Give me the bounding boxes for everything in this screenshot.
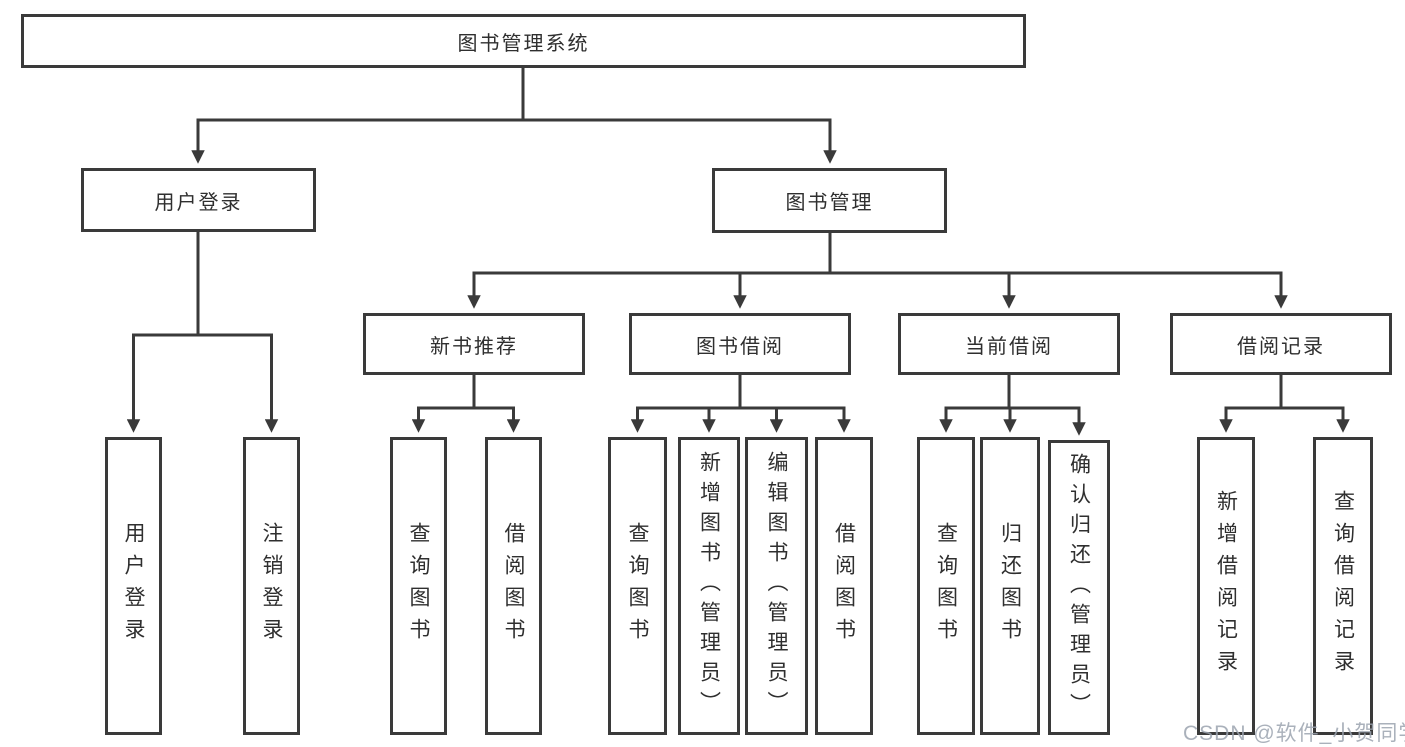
node-leaf-query-books-2-label: 查询图书 [626, 522, 649, 650]
node-root-system-label: 图书管理系统 [457, 32, 590, 55]
csdn-watermark: CSDN @软件_小贺同学 [1183, 722, 1405, 745]
node-leaf-borrow-books-2-label: 借阅图书 [832, 522, 856, 650]
node-current-borrowing: 当前借阅 [898, 313, 1120, 375]
node-leaf-logout: 注销登录 [243, 437, 300, 735]
node-user-login-branch-label: 用户登录 [154, 191, 243, 214]
node-leaf-borrow-books-1: 借阅图书 [485, 437, 542, 735]
node-leaf-user-login: 用户登录 [105, 437, 162, 735]
node-leaf-add-borrow-record-label: 新增借阅记录 [1214, 490, 1238, 682]
node-leaf-add-book-admin: 新增图书（管理员） [678, 437, 740, 735]
node-leaf-confirm-return-admin: 确认归还（管理员） [1048, 440, 1110, 735]
node-leaf-query-books-3: 查询图书 [917, 437, 975, 735]
node-leaf-query-books-3-label: 查询图书 [934, 522, 958, 650]
node-leaf-borrow-books-2: 借阅图书 [815, 437, 873, 735]
node-current-borrowing-label: 当前借阅 [965, 335, 1053, 358]
node-new-book-recommend-label: 新书推荐 [430, 335, 518, 358]
node-leaf-edit-book-admin-label: 编辑图书（管理员） [765, 451, 788, 721]
node-leaf-edit-book-admin: 编辑图书（管理员） [745, 437, 808, 735]
node-leaf-confirm-return-admin-label: 确认归还（管理员） [1067, 452, 1091, 723]
node-new-book-recommend: 新书推荐 [363, 313, 585, 375]
node-leaf-query-books-2: 查询图书 [608, 437, 667, 735]
node-leaf-add-book-admin-label: 新增图书（管理员） [697, 451, 721, 721]
node-leaf-add-borrow-record: 新增借阅记录 [1197, 437, 1255, 735]
node-borrow-records-label: 借阅记录 [1237, 335, 1325, 358]
node-user-login-branch: 用户登录 [81, 168, 316, 232]
node-root-system: 图书管理系统 [21, 14, 1026, 68]
node-leaf-user-login-label: 用户登录 [122, 522, 145, 650]
node-leaf-query-books-1-label: 查询图书 [407, 522, 430, 650]
node-book-management: 图书管理 [712, 168, 947, 233]
node-leaf-query-books-1: 查询图书 [390, 437, 447, 735]
node-borrow-records: 借阅记录 [1170, 313, 1392, 375]
node-leaf-return-books: 归还图书 [980, 437, 1040, 735]
node-leaf-borrow-books-1-label: 借阅图书 [502, 522, 525, 650]
node-leaf-logout-label: 注销登录 [260, 522, 283, 650]
node-book-borrowing: 图书借阅 [629, 313, 851, 375]
node-leaf-query-borrow-record-label: 查询借阅记录 [1331, 490, 1355, 682]
node-book-management-label: 图书管理 [785, 192, 874, 214]
node-leaf-return-books-label: 归还图书 [998, 522, 1022, 650]
node-book-borrowing-label: 图书借阅 [696, 335, 784, 358]
node-leaf-query-borrow-record: 查询借阅记录 [1313, 437, 1373, 735]
